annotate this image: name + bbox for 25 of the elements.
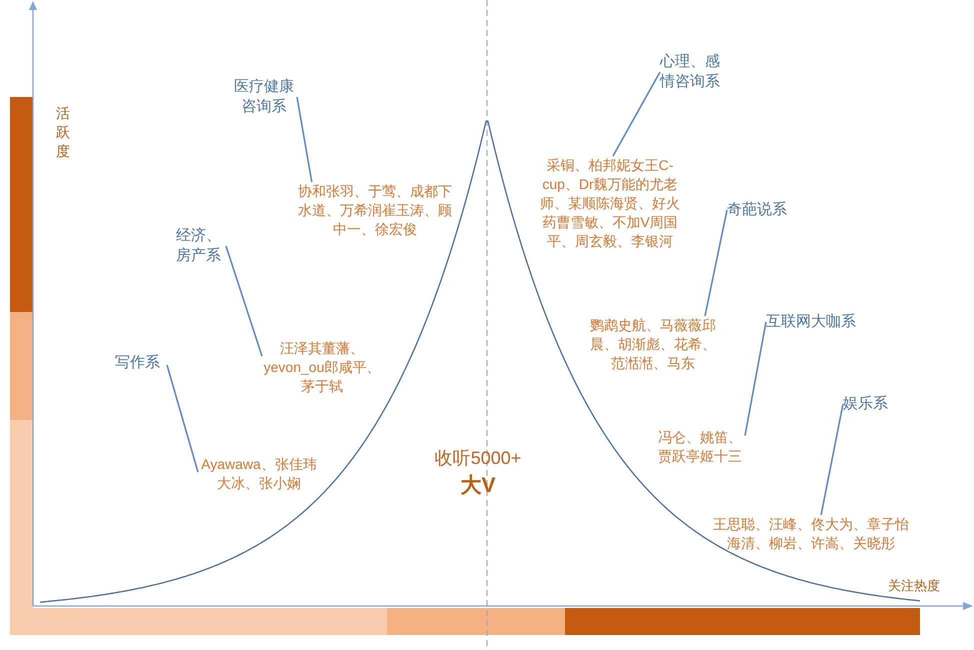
category-label: 互联网大咖系 — [766, 312, 866, 332]
name-list: 协和张羽、于莺、成都下水道、万希润崔玉涛、顾中一、徐宏俊 — [296, 182, 454, 239]
name-list: Ayawawa、张佳玮大冰、张小娴 — [198, 455, 320, 493]
leader-line — [704, 210, 728, 316]
peak-caption: 收听5000+ — [434, 447, 522, 470]
leader-line — [296, 96, 313, 182]
category-label: 写作系 — [115, 353, 167, 373]
name-list: 汪泽其董藩、yevon_ou郎咸平、茅于轼 — [262, 339, 382, 396]
leader-line — [225, 246, 263, 356]
category-label: 医疗健康咨询系 — [231, 77, 297, 117]
axis-label: 活跃度 — [56, 104, 71, 161]
category-label: 奇葩说系 — [727, 200, 797, 220]
category-label: 心理、感情咨询系 — [660, 52, 726, 92]
leader-line — [820, 404, 844, 516]
name-list: 采铜、柏邦妮女王C-cup、Dr魏万能的尤老师、某顺陈海贤、好火药曹雪敏、不加V周国平、周玄毅、李银河 — [535, 156, 685, 251]
leader-line — [744, 322, 767, 436]
leader-line — [166, 364, 199, 472]
peak-title: 大V — [459, 473, 496, 499]
axis-label: 关注热度 — [888, 577, 941, 595]
leader-line — [612, 72, 661, 156]
name-list: 冯仑、姚笛、贾跃亭姬十三 — [655, 428, 745, 466]
name-list: 王思聪、汪峰、佟大为、章子怡海清、柳岩、许嵩、关晓彤 — [710, 515, 912, 553]
category-label: 娱乐系 — [843, 394, 895, 414]
category-label: 经济、房产系 — [176, 226, 226, 266]
name-list: 鹦鹉史航、马薇薇邱晨、胡渐彪、花希、范湉湉、马东 — [588, 316, 718, 373]
